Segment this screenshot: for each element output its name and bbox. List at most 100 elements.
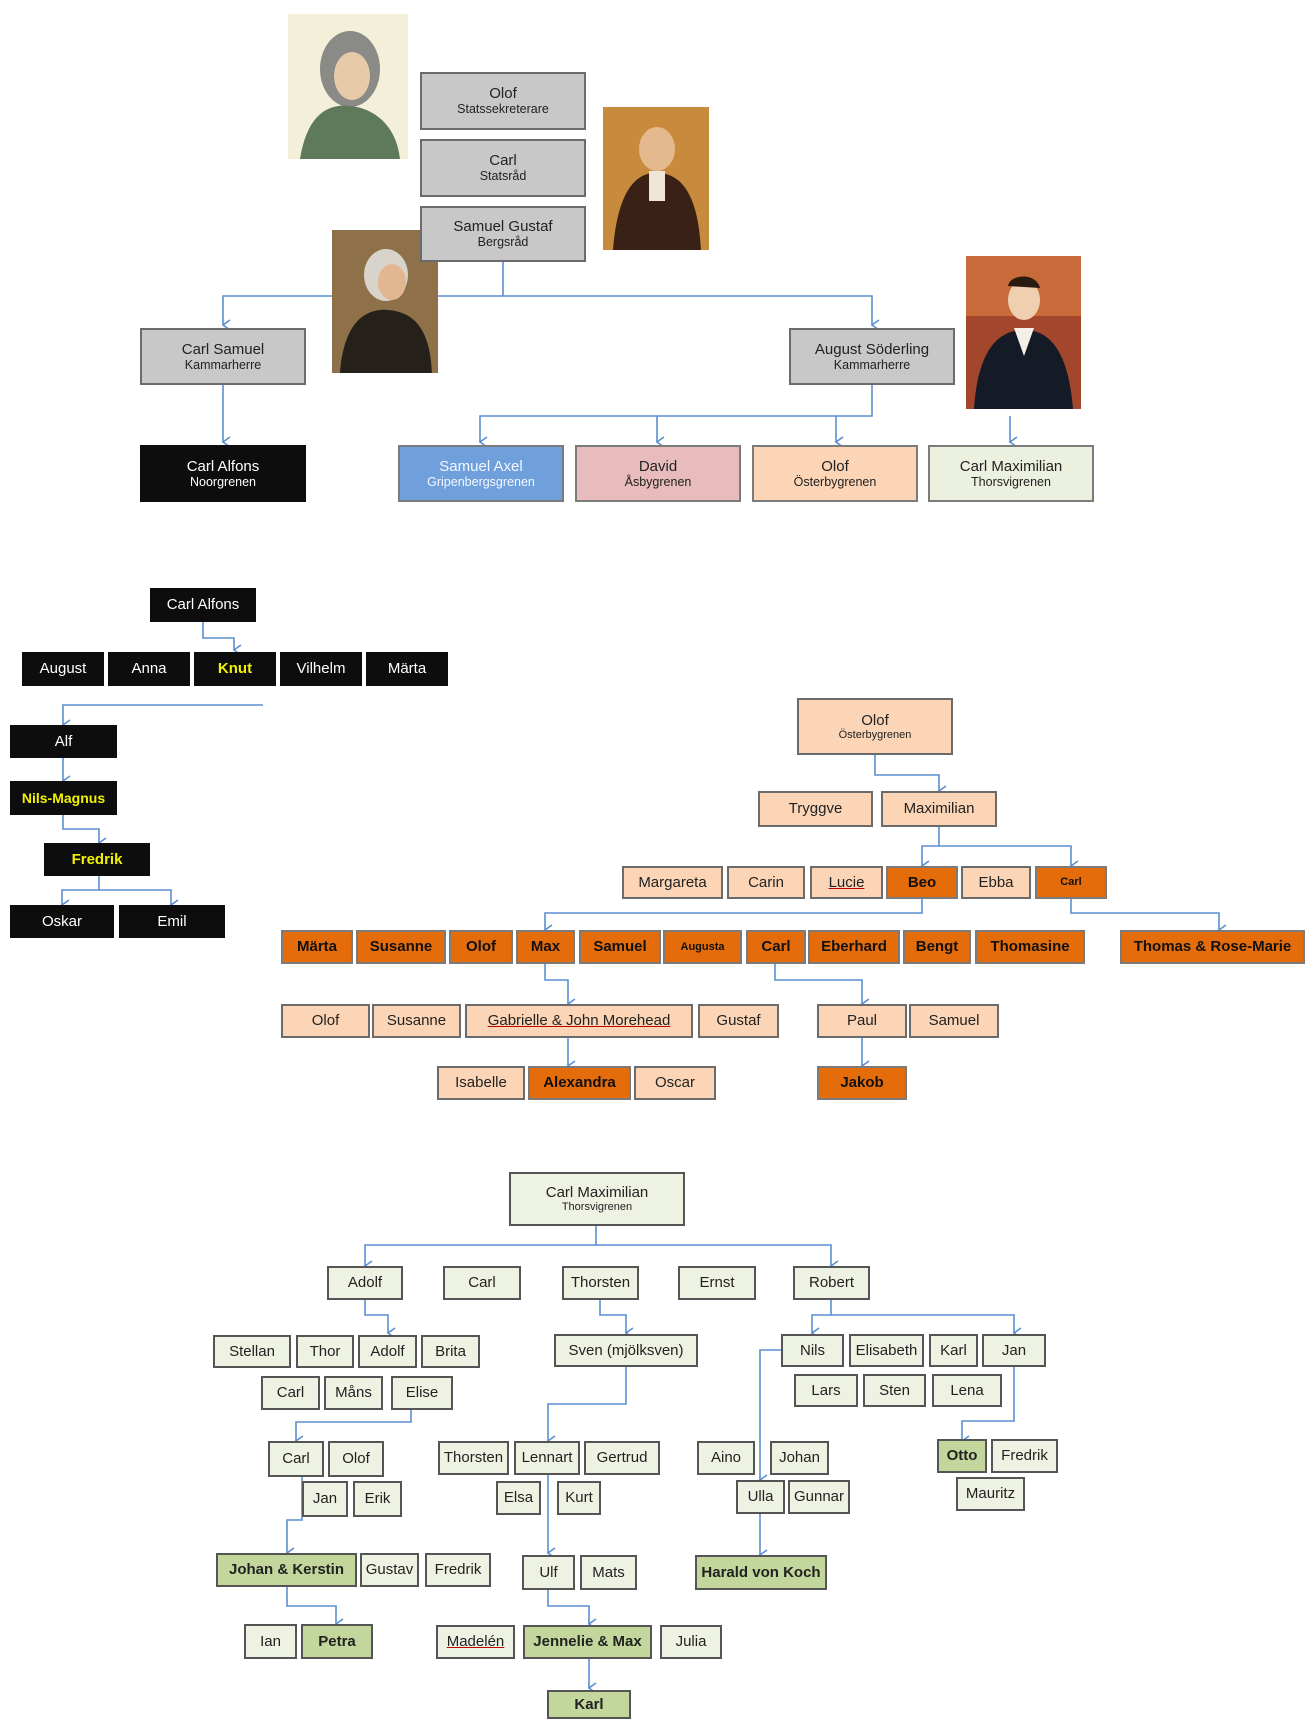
thorsvi-gertrud: Gertrud: [584, 1441, 660, 1475]
thorsvi-ian: Ian: [244, 1624, 297, 1659]
node-name: Robert: [808, 1274, 855, 1292]
thorsvi-erik: Erik: [353, 1481, 402, 1517]
node-name: Olof: [342, 1450, 370, 1468]
node-name: Jakob: [840, 1074, 884, 1092]
noor-child-knut: Knut: [194, 652, 276, 686]
oster-isabelle: Isabelle: [437, 1066, 525, 1100]
node-name: Isabelle: [455, 1074, 507, 1092]
thorsvi-carl-2: Carl: [261, 1376, 320, 1410]
node-name: Elise: [405, 1384, 439, 1402]
node-name: Gustaf: [716, 1012, 761, 1030]
node-name: Susanne: [369, 938, 433, 956]
thorsvi-jan: Jan: [982, 1334, 1046, 1367]
node-name: Oskar: [41, 912, 82, 930]
node-name: Sven (mjölksven): [568, 1341, 684, 1359]
node-name: Fredrik: [434, 1561, 482, 1579]
oster-samuel-gen4: Samuel: [909, 1004, 999, 1038]
node-branch: Thorsvigrenen: [561, 1201, 633, 1214]
node-name: Karl: [940, 1341, 967, 1359]
node-name: Bengt: [915, 938, 959, 956]
thorsvi-johan-kerstin: Johan & Kerstin: [216, 1553, 357, 1587]
node-name: Gunnar: [793, 1488, 845, 1506]
thorsvi-sven-mjolksven: Sven (mjölksven): [554, 1334, 698, 1367]
oster-jakob: Jakob: [817, 1066, 907, 1100]
thorsvi-elise: Elise: [391, 1376, 453, 1410]
thorsvi-jan-2: Jan: [302, 1481, 348, 1517]
node-name: Jan: [1001, 1341, 1027, 1359]
oster-lucie: Lucie: [810, 866, 883, 899]
node-name: Erik: [364, 1490, 391, 1508]
node-name: Paul: [846, 1012, 878, 1030]
node-branch: Gripenbergsgrenen: [427, 474, 535, 489]
node-name: Adolf: [347, 1274, 383, 1292]
node-name: Olof: [821, 457, 849, 475]
node-name: Thor: [309, 1342, 341, 1360]
node-name: Gustav: [365, 1561, 414, 1579]
noor-alf: Alf: [10, 725, 117, 758]
node-name: Max: [530, 938, 561, 956]
noor-fredrik: Fredrik: [44, 843, 150, 876]
node-branch: Åsbygrenen: [624, 474, 692, 489]
oster-paul: Paul: [817, 1004, 907, 1038]
node-name: Carl: [276, 1384, 305, 1402]
node-name: Sten: [879, 1381, 910, 1399]
thorsvi-carl: Carl: [443, 1266, 521, 1300]
oster-tryggve: Tryggve: [758, 791, 873, 827]
oster-susanne: Susanne: [356, 930, 446, 964]
thorsvi-adolf-2: Adolf: [358, 1335, 417, 1368]
node-title: Statssekreterare: [457, 102, 549, 117]
portrait-statsrad-image: [603, 107, 709, 250]
thorsvi-mauritz: Mauritz: [956, 1477, 1025, 1511]
thorsvi-olof: Olof: [328, 1441, 384, 1477]
node-name: Margareta: [638, 873, 707, 891]
node-name: Måns: [335, 1384, 372, 1402]
node-name: Alf: [54, 732, 73, 750]
node-name: Lennart: [521, 1449, 573, 1467]
node-name: Lena: [950, 1381, 984, 1399]
thorsvi-johan: Johan: [770, 1441, 829, 1475]
oster-bengt: Bengt: [903, 930, 971, 964]
noor-root-carl-alfons: Carl Alfons: [150, 588, 256, 622]
node-name: Ebba: [978, 873, 1014, 891]
node-name: Thomasine: [990, 938, 1070, 956]
node-name: Ian: [260, 1632, 281, 1650]
oster-eberhard: Eberhard: [808, 930, 900, 964]
node-name: Jan: [312, 1490, 338, 1508]
noor-child-anna: Anna: [108, 652, 190, 686]
thorsvi-aino: Aino: [697, 1441, 755, 1475]
oster-ebba: Ebba: [961, 866, 1031, 899]
node-name: Carl Alfons: [166, 596, 240, 614]
noor-nils-magnus: Nils-Magnus: [10, 781, 117, 815]
thorsvi-harald-von-koch: Harald von Koch: [695, 1555, 827, 1590]
thorsvi-lars: Lars: [794, 1374, 858, 1407]
node-name: Carl: [282, 1450, 310, 1468]
oster-max: Max: [516, 930, 575, 964]
node-name: Aino: [710, 1449, 742, 1467]
node-name: Johan & Kerstin: [228, 1561, 345, 1579]
thorsvi-adolf: Adolf: [327, 1266, 403, 1300]
thorsvi-petra: Petra: [301, 1624, 373, 1659]
node-name: Beo: [907, 873, 937, 891]
node-name: Knut: [217, 660, 253, 678]
oster-olof: Olof: [449, 930, 513, 964]
thorsvi-mats: Mats: [580, 1555, 637, 1590]
node-name: Elsa: [503, 1489, 534, 1507]
node-name: Kurt: [565, 1489, 593, 1507]
noor-grandchild-emil: Emil: [119, 905, 225, 938]
node-name: Samuel: [593, 938, 647, 956]
thorsvi-nils: Nils: [781, 1334, 844, 1367]
node-name: Olof: [861, 711, 889, 729]
node-name: Mats: [592, 1563, 625, 1581]
thorsvi-ulla: Ulla: [736, 1480, 785, 1514]
node-name: Märta: [296, 938, 337, 956]
noor-child-august: August: [22, 652, 104, 686]
thorsvi-lena: Lena: [932, 1374, 1002, 1407]
node-name: Samuel: [928, 1012, 980, 1030]
node-title: Bergsråd: [477, 235, 529, 250]
node-name: Gertrud: [596, 1449, 648, 1467]
node-name: Elisabeth: [855, 1341, 918, 1359]
node-name: Alexandra: [543, 1074, 616, 1092]
